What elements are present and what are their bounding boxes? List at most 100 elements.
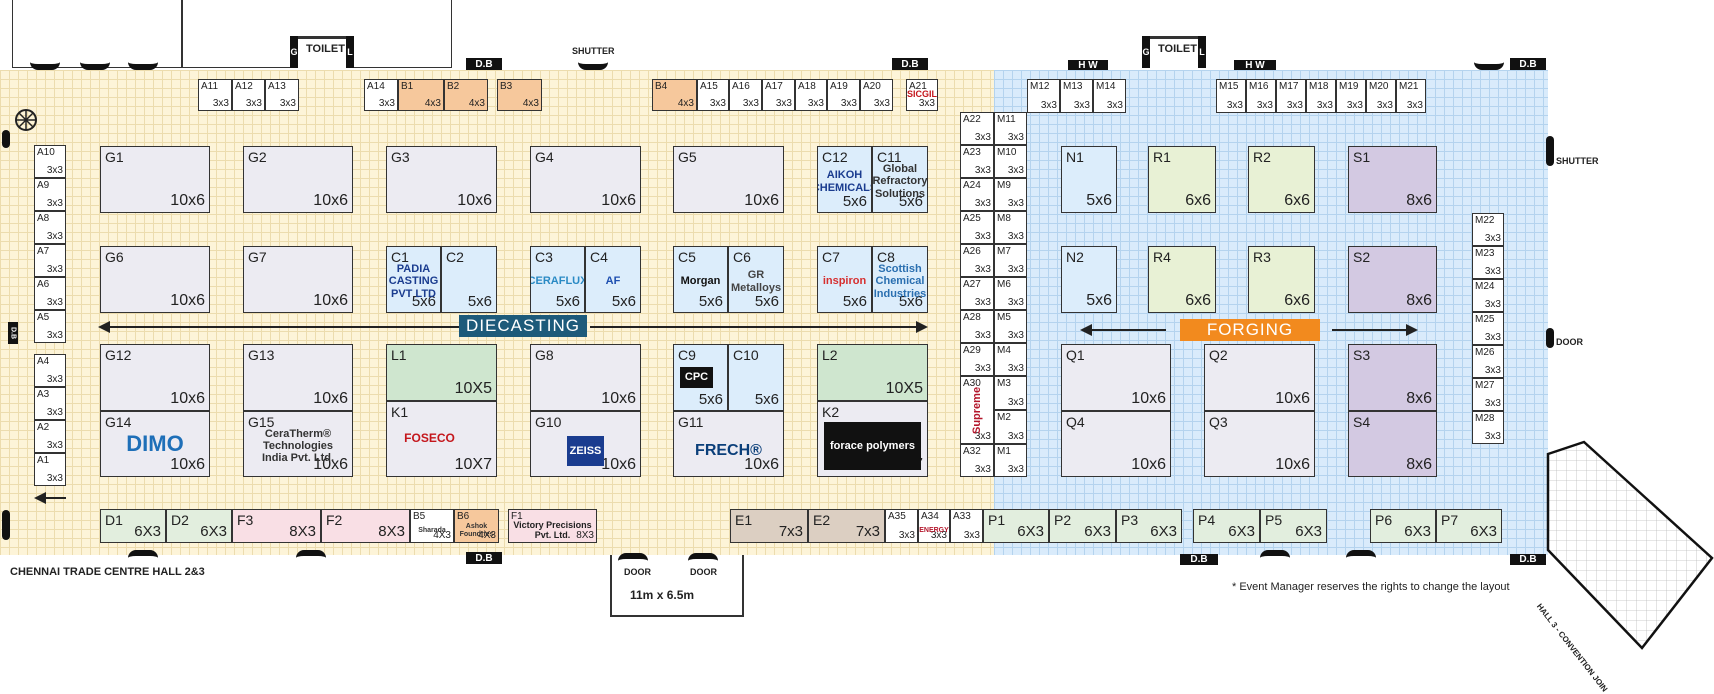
stall-k2[interactable]: K210X7forace polymers: [817, 401, 928, 477]
